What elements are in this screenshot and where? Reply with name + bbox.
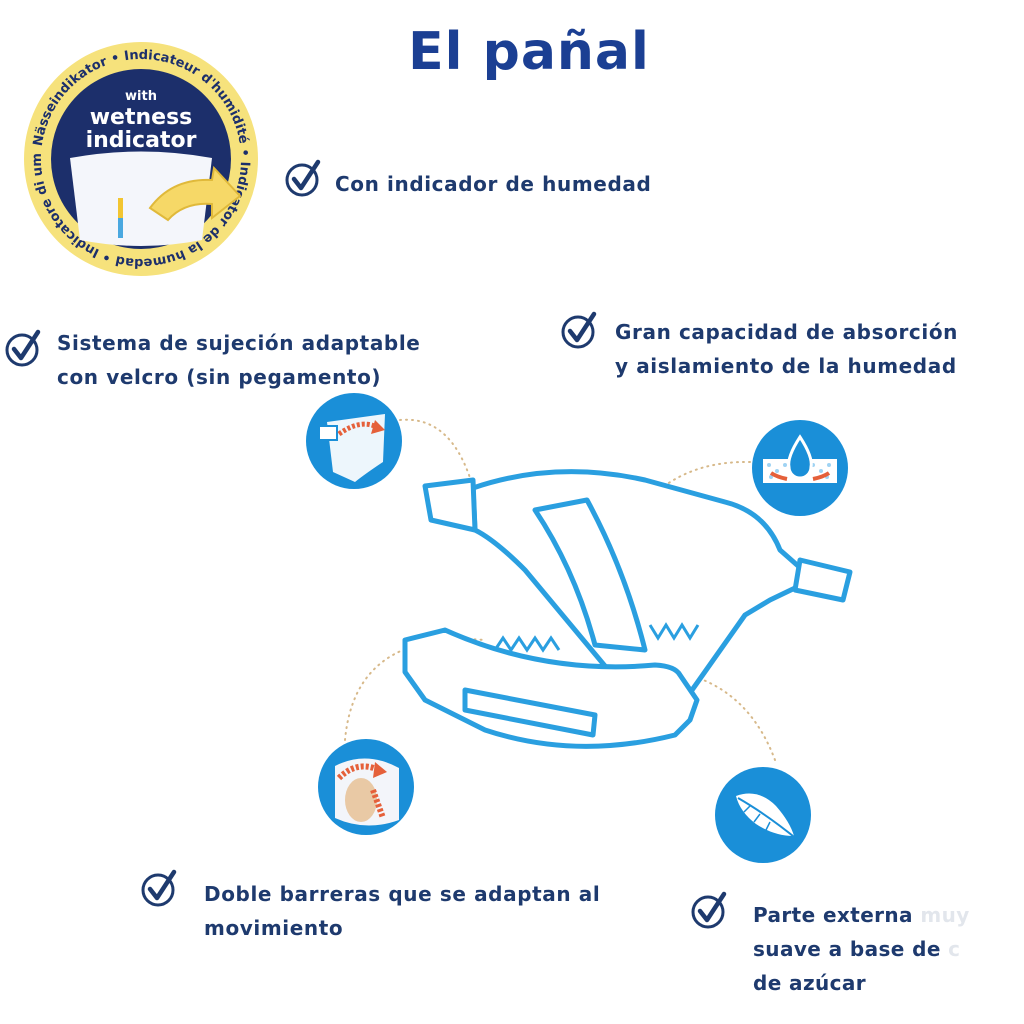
velcro-tab-icon bbox=[306, 393, 402, 489]
wetness-indicator-badge: Nässeindikator • Indicateur d'humidité •… bbox=[22, 40, 258, 276]
check-icon bbox=[141, 869, 177, 907]
feature-barriers: Doble barreras que se adaptan al movimie… bbox=[204, 877, 600, 945]
feature-absorption-line1: Gran capacidad de absorción bbox=[615, 320, 958, 344]
feature-absorption: Gran capacidad de absorción y aislamient… bbox=[615, 315, 958, 383]
badge-arrow-icon bbox=[148, 165, 242, 222]
badge-line2: indicator bbox=[86, 128, 197, 153]
feature-outer-line1b: muy bbox=[920, 903, 970, 927]
pointer-line bbox=[344, 638, 486, 741]
diaper-illustration bbox=[344, 418, 853, 761]
feature-outer-line1a: Parte externa bbox=[753, 903, 921, 927]
check-icon bbox=[5, 329, 41, 367]
feature-absorption-line2: y aislamiento de la humedad bbox=[615, 354, 957, 378]
badge-line1: wetness bbox=[90, 105, 193, 130]
feature-fastening: Sistema de sujeción adaptable con velcro… bbox=[57, 326, 420, 394]
feature-barriers-line1: Doble barreras que se adaptan al bbox=[204, 882, 601, 906]
check-icon bbox=[561, 311, 597, 349]
double-barrier-icon bbox=[318, 739, 414, 835]
page-title: El pañal bbox=[408, 22, 650, 82]
check-icon bbox=[691, 891, 727, 929]
feature-outer-line3: de azúcar bbox=[753, 971, 867, 995]
feather-icon bbox=[715, 767, 811, 863]
feature-fastening-line1: Sistema de sujeción adaptable bbox=[57, 331, 421, 355]
feature-outer-line2b: c bbox=[940, 937, 961, 961]
feature-outer-layer: Parte externa muy suave a base de c de a… bbox=[753, 898, 970, 1000]
feature-outer-line2a: suave a base de bbox=[753, 937, 941, 961]
badge-diaper-image bbox=[70, 151, 212, 246]
badge-with-text: with bbox=[125, 89, 157, 104]
feature-fastening-line2: con velcro (sin pegamento) bbox=[57, 365, 382, 389]
absorption-drop-icon bbox=[752, 420, 848, 516]
check-icon bbox=[285, 159, 321, 197]
feature-wetness-indicator: Con indicador de humedad bbox=[335, 172, 652, 196]
pointer-line bbox=[399, 418, 476, 496]
feature-barriers-line2: movimiento bbox=[204, 916, 344, 940]
